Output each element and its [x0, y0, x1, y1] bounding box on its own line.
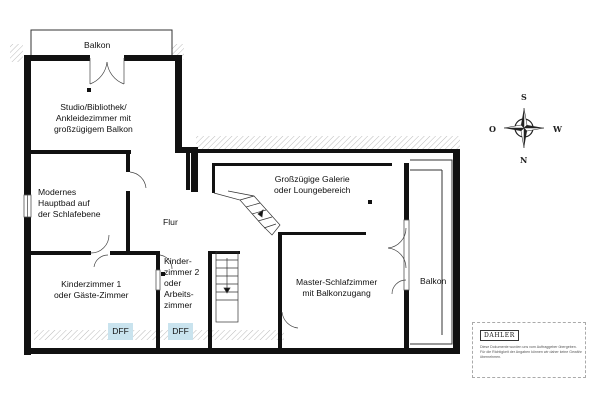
stairwell: [215, 251, 239, 323]
skylight-dff-1: DFF: [108, 323, 133, 340]
studio-balcony-doors: [89, 58, 125, 85]
balcony-right-outline: [410, 159, 453, 345]
room-label-balkon-right: Balkon: [420, 276, 447, 286]
compass-east: O: [489, 124, 496, 134]
compass-west: W: [553, 124, 562, 134]
disclaimer-text: Diese Dokumente wurden uns vom Auftragge…: [480, 345, 582, 359]
windows: [23, 194, 410, 291]
fixture-dots: [87, 88, 372, 276]
room-label-master: Master-Schlafzimmer mit Balkonzugang: [296, 277, 378, 298]
room-label-bad: Modernes Hauptbad auf der Schlafebene: [38, 187, 101, 219]
master-balcony-doors: [387, 227, 407, 295]
room-label-studio: Studio/Bibliothek/ Ankleidezimmer mit gr…: [54, 102, 133, 134]
balcony-top-outline: [30, 29, 173, 60]
dahler-logo: DAHLER: [480, 330, 519, 341]
room-label-balkon-top: Balkon: [84, 40, 111, 50]
door-swings: [90, 171, 299, 329]
interior-walls: [31, 150, 409, 348]
compass-south: S: [521, 92, 527, 102]
room-label-flur: Flur: [163, 217, 178, 227]
skylight-dff-2: DFF: [168, 323, 193, 340]
gallery-stair: [213, 190, 281, 236]
compass-north: N: [520, 155, 528, 165]
legend-box: DAHLER Diese Dokumente wurden uns vom Au…: [472, 322, 586, 378]
room-label-kinder1: Kinderzimmer 1 oder Gäste-Zimmer: [54, 279, 129, 300]
compass-rose-icon: [503, 107, 545, 149]
room-label-galerie: Großzügige Galerie oder Loungebereich: [274, 174, 351, 195]
room-label-kinder2: Kinder- zimmer 2 oder Arbeits- zimmer: [164, 256, 200, 310]
